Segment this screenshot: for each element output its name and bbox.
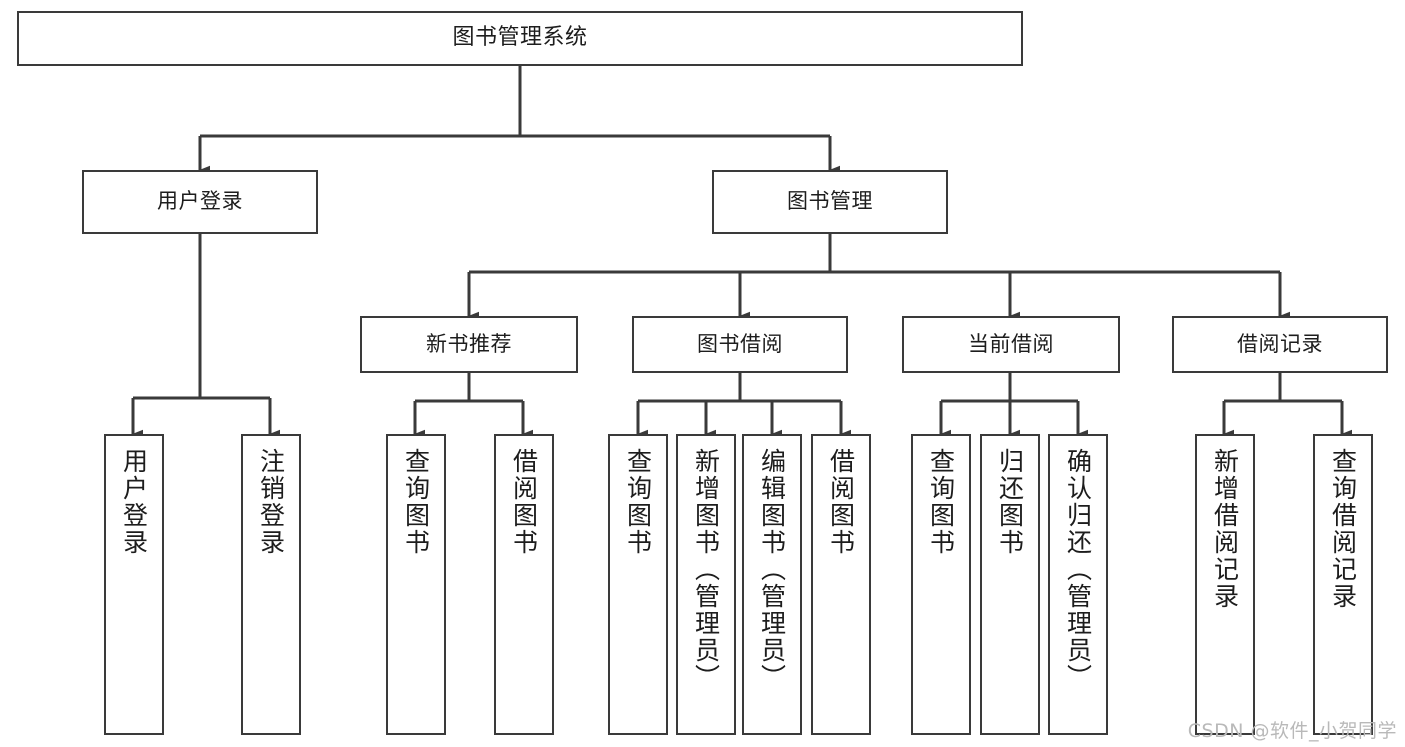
node-leaf-edit-book[interactable]: 编辑图书（管理员）: [742, 434, 802, 735]
node-root-label: 图书管理系统: [452, 25, 588, 51]
node-leaf-return-book[interactable]: 归还图书: [980, 434, 1040, 735]
node-user-login-label: 用户登录: [157, 189, 243, 214]
node-leaf-borrow-book-2[interactable]: 借阅图书: [811, 434, 871, 735]
node-leaf-user-logout-label: 注销登录: [256, 448, 286, 556]
node-current-borrow-label: 当前借阅: [968, 331, 1054, 356]
node-current-borrow[interactable]: 当前借阅: [902, 316, 1120, 373]
node-leaf-confirm-return[interactable]: 确认归还（管理员）: [1048, 434, 1108, 735]
node-leaf-user-logout[interactable]: 注销登录: [241, 434, 301, 735]
node-leaf-confirm-return-label: 确认归还（管理员）: [1063, 448, 1093, 691]
node-leaf-borrow-book-1[interactable]: 借阅图书: [494, 434, 554, 735]
node-borrow-record-label: 借阅记录: [1237, 331, 1323, 356]
node-leaf-add-book[interactable]: 新增图书（管理员）: [676, 434, 736, 735]
node-book-borrow[interactable]: 图书借阅: [632, 316, 848, 373]
node-leaf-edit-book-label: 编辑图书（管理员）: [757, 448, 787, 691]
node-leaf-add-borrow-record[interactable]: 新增借阅记录: [1195, 434, 1255, 735]
csdn-watermark: CSDN @软件_小贺同学: [1187, 720, 1397, 742]
node-leaf-query-book-2[interactable]: 查询图书: [608, 434, 668, 735]
node-leaf-query-borrow-record-label: 查询借阅记录: [1328, 448, 1358, 610]
node-root[interactable]: 图书管理系统: [17, 11, 1023, 66]
node-leaf-query-borrow-record[interactable]: 查询借阅记录: [1313, 434, 1373, 735]
node-leaf-user-login-label: 用户登录: [119, 448, 149, 556]
node-leaf-add-borrow-record-label: 新增借阅记录: [1210, 448, 1240, 610]
node-user-login[interactable]: 用户登录: [82, 170, 318, 234]
node-leaf-return-book-label: 归还图书: [995, 448, 1025, 556]
node-leaf-query-book-1[interactable]: 查询图书: [386, 434, 446, 735]
node-book-manage-label: 图书管理: [787, 189, 873, 214]
node-leaf-user-login[interactable]: 用户登录: [104, 434, 164, 735]
node-new-book-recommend-label: 新书推荐: [426, 331, 512, 356]
node-leaf-add-book-label: 新增图书（管理员）: [691, 448, 721, 691]
node-book-borrow-label: 图书借阅: [697, 331, 783, 356]
node-leaf-query-book-2-label: 查询图书: [623, 448, 653, 556]
node-leaf-borrow-book-1-label: 借阅图书: [509, 448, 539, 556]
node-new-book-recommend[interactable]: 新书推荐: [360, 316, 578, 373]
node-borrow-record[interactable]: 借阅记录: [1172, 316, 1388, 373]
node-leaf-query-book-1-label: 查询图书: [401, 448, 431, 556]
node-leaf-query-book-3[interactable]: 查询图书: [911, 434, 971, 735]
node-book-manage[interactable]: 图书管理: [712, 170, 948, 234]
node-leaf-query-book-3-label: 查询图书: [926, 448, 956, 556]
node-leaf-borrow-book-2-label: 借阅图书: [826, 448, 856, 556]
